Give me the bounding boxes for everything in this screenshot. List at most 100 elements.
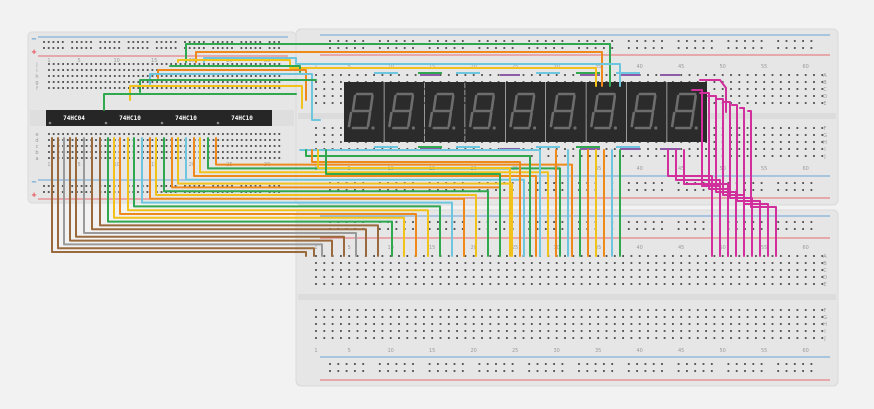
hole[interactable] bbox=[597, 309, 600, 311]
hole[interactable] bbox=[198, 41, 200, 43]
hole[interactable] bbox=[268, 47, 271, 49]
hole[interactable] bbox=[713, 337, 716, 339]
hole[interactable] bbox=[821, 316, 824, 318]
hole[interactable] bbox=[414, 283, 417, 285]
jumper-wire-yellow[interactable] bbox=[317, 149, 511, 257]
hole[interactable] bbox=[331, 141, 334, 143]
hole[interactable] bbox=[389, 276, 392, 278]
hole[interactable] bbox=[362, 363, 365, 365]
hole[interactable] bbox=[760, 47, 763, 49]
hole[interactable] bbox=[663, 255, 666, 257]
hole[interactable] bbox=[99, 87, 102, 89]
hole[interactable] bbox=[663, 276, 666, 278]
hole[interactable] bbox=[259, 157, 262, 159]
hole[interactable] bbox=[345, 47, 348, 49]
hole[interactable] bbox=[652, 221, 655, 223]
hole[interactable] bbox=[364, 330, 367, 332]
hole[interactable] bbox=[536, 47, 539, 49]
hole[interactable] bbox=[804, 155, 807, 157]
hole[interactable] bbox=[414, 276, 417, 278]
hole[interactable] bbox=[779, 330, 782, 332]
hole[interactable] bbox=[240, 139, 243, 141]
hole[interactable] bbox=[52, 157, 55, 159]
hole[interactable] bbox=[269, 133, 271, 135]
hole[interactable] bbox=[348, 337, 351, 339]
hole[interactable] bbox=[99, 47, 102, 49]
hole[interactable] bbox=[804, 74, 807, 76]
hole[interactable] bbox=[514, 330, 517, 332]
hole[interactable] bbox=[785, 363, 788, 365]
hole[interactable] bbox=[132, 133, 135, 135]
hole[interactable] bbox=[90, 47, 92, 49]
hole[interactable] bbox=[779, 134, 782, 136]
hole[interactable] bbox=[273, 185, 276, 187]
hole[interactable] bbox=[221, 41, 224, 43]
jumper-wire-magenta[interactable] bbox=[739, 107, 769, 257]
jumper-wire-lightblue[interactable] bbox=[185, 137, 525, 257]
hole[interactable] bbox=[109, 157, 111, 159]
hole[interactable] bbox=[821, 255, 824, 257]
hole[interactable] bbox=[348, 283, 351, 285]
hole[interactable] bbox=[378, 363, 381, 365]
hole[interactable] bbox=[104, 157, 107, 159]
hole[interactable] bbox=[796, 337, 799, 339]
hole[interactable] bbox=[437, 228, 439, 230]
hole[interactable] bbox=[547, 269, 550, 271]
hole[interactable] bbox=[530, 337, 533, 339]
hole[interactable] bbox=[104, 47, 106, 49]
hole[interactable] bbox=[788, 88, 790, 90]
hole[interactable] bbox=[763, 276, 766, 278]
hole[interactable] bbox=[373, 330, 375, 332]
hole[interactable] bbox=[437, 363, 439, 365]
hole[interactable] bbox=[57, 69, 60, 71]
hole[interactable] bbox=[688, 262, 691, 264]
hole[interactable] bbox=[217, 157, 220, 159]
hole[interactable] bbox=[356, 255, 359, 257]
hole[interactable] bbox=[638, 330, 641, 332]
hole[interactable] bbox=[236, 145, 238, 147]
hole[interactable] bbox=[597, 155, 600, 157]
hole[interactable] bbox=[514, 255, 517, 257]
hole[interactable] bbox=[613, 148, 616, 150]
hole[interactable] bbox=[231, 185, 233, 187]
hole[interactable] bbox=[555, 337, 558, 339]
hole[interactable] bbox=[414, 309, 417, 311]
hole[interactable] bbox=[348, 276, 351, 278]
hole[interactable] bbox=[240, 47, 243, 49]
hole[interactable] bbox=[539, 74, 541, 76]
hole[interactable] bbox=[445, 363, 448, 365]
hole[interactable] bbox=[453, 47, 456, 49]
hole[interactable] bbox=[813, 95, 815, 97]
hole[interactable] bbox=[456, 323, 458, 325]
hole[interactable] bbox=[137, 133, 140, 135]
hole[interactable] bbox=[340, 255, 342, 257]
hole[interactable] bbox=[398, 323, 400, 325]
hole[interactable] bbox=[315, 74, 317, 76]
hole[interactable] bbox=[511, 47, 514, 49]
hole[interactable] bbox=[788, 155, 790, 157]
hole[interactable] bbox=[95, 157, 97, 159]
hole[interactable] bbox=[481, 316, 483, 318]
hole[interactable] bbox=[217, 139, 220, 141]
hole[interactable] bbox=[702, 363, 705, 365]
hole[interactable] bbox=[511, 363, 514, 365]
hole[interactable] bbox=[151, 145, 154, 147]
hole[interactable] bbox=[763, 155, 766, 157]
hole[interactable] bbox=[269, 81, 271, 83]
hole[interactable] bbox=[804, 276, 807, 278]
hole[interactable] bbox=[694, 370, 697, 372]
hole[interactable] bbox=[688, 337, 691, 339]
hole[interactable] bbox=[572, 276, 575, 278]
hole[interactable] bbox=[696, 323, 699, 325]
hole[interactable] bbox=[804, 283, 807, 285]
hole[interactable] bbox=[170, 47, 172, 49]
hole[interactable] bbox=[354, 40, 356, 42]
hole[interactable] bbox=[730, 262, 732, 264]
hole[interactable] bbox=[439, 262, 442, 264]
hole[interactable] bbox=[506, 330, 508, 332]
hole[interactable] bbox=[663, 316, 666, 318]
hole[interactable] bbox=[323, 88, 326, 90]
hole[interactable] bbox=[226, 139, 229, 141]
hole[interactable] bbox=[578, 363, 580, 365]
hole[interactable] bbox=[802, 40, 804, 42]
